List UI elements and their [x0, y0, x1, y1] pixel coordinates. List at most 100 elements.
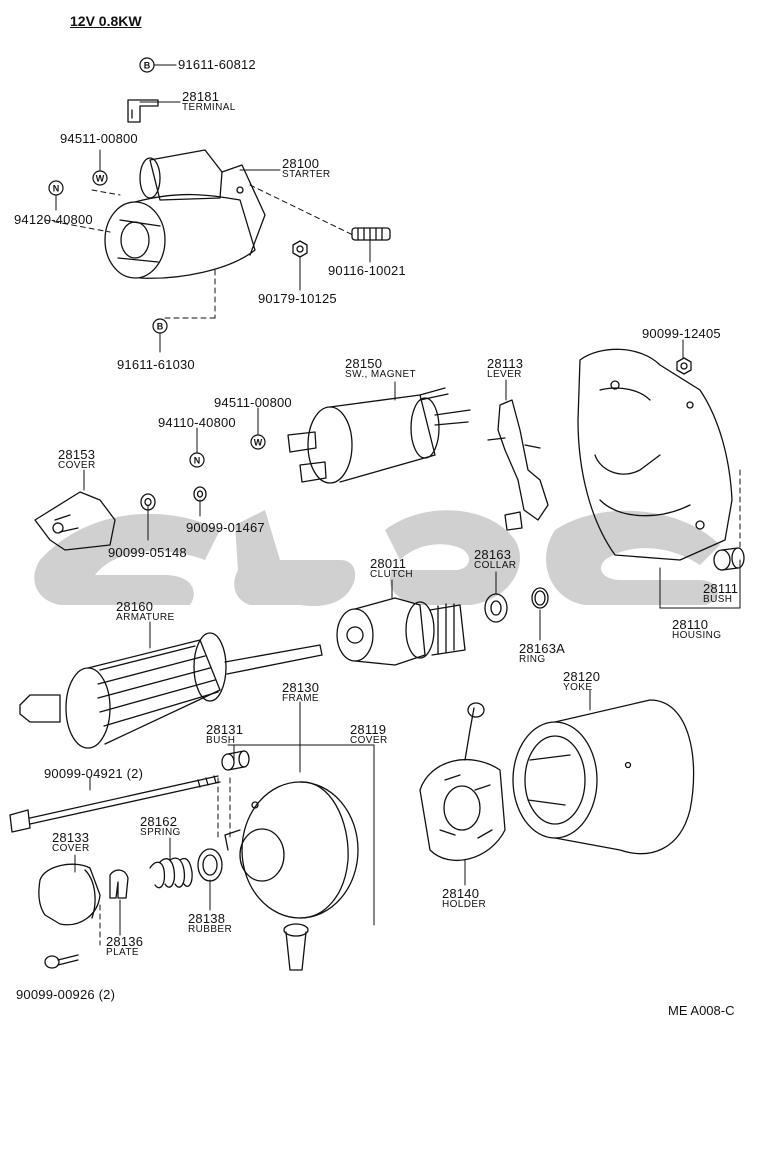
- part-name: LEVER: [487, 369, 522, 380]
- marker-circle: [189, 452, 205, 468]
- part-name: COVER: [52, 843, 90, 854]
- nut: [292, 240, 308, 258]
- marker-letter: W: [96, 174, 105, 184]
- part-number: 28160: [116, 599, 154, 614]
- label-p27: 90099-04921 (2): [44, 767, 143, 780]
- marker-letter: B: [157, 322, 164, 332]
- marker-circle: [139, 57, 155, 73]
- collar: [484, 593, 508, 623]
- label-p5: 94120-40800: [14, 213, 93, 226]
- part-number: 94120-40800: [14, 212, 93, 227]
- label-p13: 90099-12405: [642, 327, 721, 340]
- part-number: 28119: [350, 722, 387, 737]
- part-name: COLLAR: [474, 560, 517, 571]
- part-number: 28162: [140, 814, 178, 829]
- part-name: PLATE: [106, 947, 139, 958]
- part-number: 90099-05148: [108, 545, 187, 560]
- label-p6: 90116-10021: [328, 264, 406, 277]
- marker-n-icon: N: [189, 452, 205, 468]
- marker-w-icon: W: [250, 434, 266, 450]
- part-name: RING: [519, 654, 546, 665]
- label-p11: 94110-40800: [158, 416, 236, 429]
- part-name: RUBBER: [188, 924, 233, 935]
- terminal-bracket: [127, 99, 159, 123]
- label-p3: 94511-00800: [60, 132, 138, 145]
- cover-screw: [44, 954, 79, 969]
- marker-letter: B: [144, 61, 151, 71]
- part-number: 90116-10021: [328, 263, 406, 278]
- part-name: CLUTCH: [370, 569, 413, 580]
- part-number: 28138: [188, 911, 226, 926]
- part-number: 90099-04921 (2): [44, 766, 144, 781]
- part-number: 28181: [182, 89, 220, 104]
- shift-lever: [487, 399, 549, 531]
- housing-bush: [713, 547, 745, 571]
- washer-90099-05148: [140, 493, 156, 511]
- part-number: 28136: [106, 934, 144, 949]
- marker-letter: N: [194, 456, 201, 466]
- switch-cover: [34, 491, 116, 551]
- frame-bush: [221, 750, 250, 771]
- part-number: 28130: [282, 680, 320, 695]
- part-number: 28140: [442, 886, 480, 901]
- diagram-title: 12V 0.8KW: [70, 13, 142, 29]
- label-p8: 91611-61030: [117, 358, 195, 371]
- part-name: HOUSING: [672, 630, 722, 641]
- part-number: 28113: [487, 356, 524, 371]
- marker-b-icon: B: [152, 318, 168, 334]
- part-number: 90179-10125: [258, 291, 337, 306]
- part-name: COVER: [58, 460, 96, 471]
- label-p33: 90099-00926 (2): [16, 988, 115, 1001]
- leader-lines: [55, 64, 741, 936]
- stud-bolt: [351, 227, 391, 241]
- label-p15: 90099-01467: [186, 521, 265, 534]
- part-name: BUSH: [703, 594, 733, 605]
- part-name: COVER: [350, 735, 388, 746]
- part-number: 90099-12405: [642, 326, 721, 341]
- part-name: YOKE: [563, 682, 593, 693]
- snap-ring: [531, 587, 549, 609]
- part-number: 28163: [474, 547, 512, 562]
- part-number: 91611-60812: [178, 57, 256, 72]
- drive-housing: [577, 348, 733, 561]
- marker-b-icon: B: [139, 57, 155, 73]
- figure-code: ME A008-C: [668, 1003, 735, 1018]
- starter-assembly: [104, 149, 266, 279]
- cover-bolt: [283, 923, 309, 971]
- brush-holder: [419, 702, 506, 862]
- part-number: 94511-00800: [60, 131, 138, 146]
- part-number: 28120: [563, 669, 601, 684]
- clutch: [336, 597, 466, 666]
- part-number: 90099-00926 (2): [16, 987, 116, 1002]
- through-bolt: [9, 775, 221, 833]
- marker-letter: N: [53, 184, 60, 194]
- spring: [149, 857, 193, 889]
- part-number: 28163A: [519, 641, 566, 656]
- label-p1: 91611-60812: [178, 58, 256, 71]
- marker-n-icon: N: [48, 180, 64, 196]
- part-number: 28131: [206, 722, 244, 737]
- part-number: 28100: [282, 156, 320, 171]
- marker-circle: [92, 170, 108, 186]
- armature: [19, 632, 323, 749]
- part-name: STARTER: [282, 169, 331, 180]
